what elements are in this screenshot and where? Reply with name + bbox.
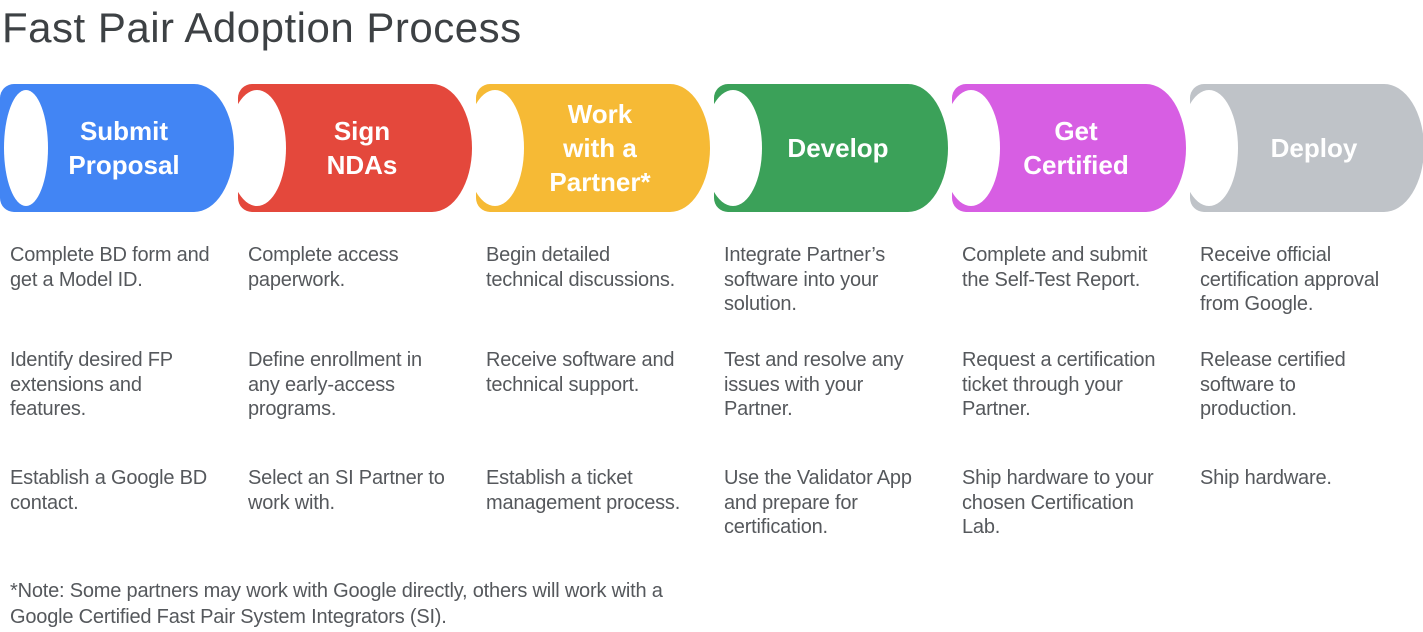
detail-deploy-1: Receive official certification approval … [1200, 244, 1380, 315]
stage-notch-icon [952, 90, 1000, 206]
detail-deploy-2: Release certified software to production… [1200, 349, 1346, 420]
stage-notch-icon [4, 90, 48, 206]
detail-sign-ndas-3: Select an SI Partner to work with. [248, 467, 445, 514]
stage-label-work-with-partner: Work with a Partner* [549, 99, 651, 197]
stage-label-develop: Develop [787, 133, 889, 163]
stage-get-certified: Get Certified [952, 84, 1186, 212]
detail-work-with-partner-1: Begin detailed technical discussions. [486, 244, 676, 291]
stage-deploy: Deploy [1190, 84, 1423, 212]
detail-get-certified-2: Request a certification ticket through y… [962, 349, 1156, 420]
stage-notch-icon [714, 90, 762, 206]
detail-sign-ndas-1: Complete access paperwork. [248, 244, 399, 291]
detail-sign-ndas-2: Define enrollment in any early-access pr… [248, 349, 422, 420]
detail-work-with-partner-2: Receive software and technical support. [486, 349, 675, 396]
detail-develop-3: Use the Validator App and prepare for ce… [724, 467, 912, 538]
detail-submit-proposal-2: Identify desired FP extensions and featu… [10, 349, 173, 420]
stage-notch-icon [238, 90, 286, 206]
detail-deploy-3: Ship hardware. [1200, 467, 1332, 489]
footnote: *Note: Some partners may work with Googl… [10, 580, 663, 628]
stage-label-get-certified: Get Certified [1023, 116, 1129, 180]
stage-submit-proposal: Submit Proposal [0, 84, 234, 212]
stage-label-deploy: Deploy [1270, 133, 1358, 163]
detail-develop-1: Integrate Partner’s software into your s… [724, 244, 886, 315]
stage-notch-icon [1190, 90, 1238, 206]
detail-submit-proposal-3: Establish a Google BD contact. [10, 467, 208, 514]
stage-notch-icon [476, 90, 524, 206]
stage-label-sign-ndas: Sign NDAs [326, 116, 398, 180]
detail-submit-proposal-1: Complete BD form and get a Model ID. [10, 244, 210, 291]
stage-develop: Develop [714, 84, 948, 212]
stage-work-with-partner: Work with a Partner* [476, 84, 710, 212]
process-stage-band: Submit Proposal Sign NDAs Work with a Pa… [0, 84, 1423, 212]
page-title: Fast Pair Adoption Process [2, 4, 522, 51]
stage-detail-grid: Complete BD form and get a Model ID. Com… [0, 243, 1423, 591]
detail-get-certified-1: Complete and submit the Self-Test Report… [962, 244, 1148, 291]
detail-get-certified-3: Ship hardware to your chosen Certificati… [962, 467, 1154, 538]
detail-develop-2: Test and resolve any issues with your Pa… [724, 349, 904, 420]
detail-work-with-partner-3: Establish a ticket management process. [486, 467, 681, 514]
stage-label-submit-proposal: Submit Proposal [68, 116, 180, 180]
stage-sign-ndas: Sign NDAs [238, 84, 472, 212]
